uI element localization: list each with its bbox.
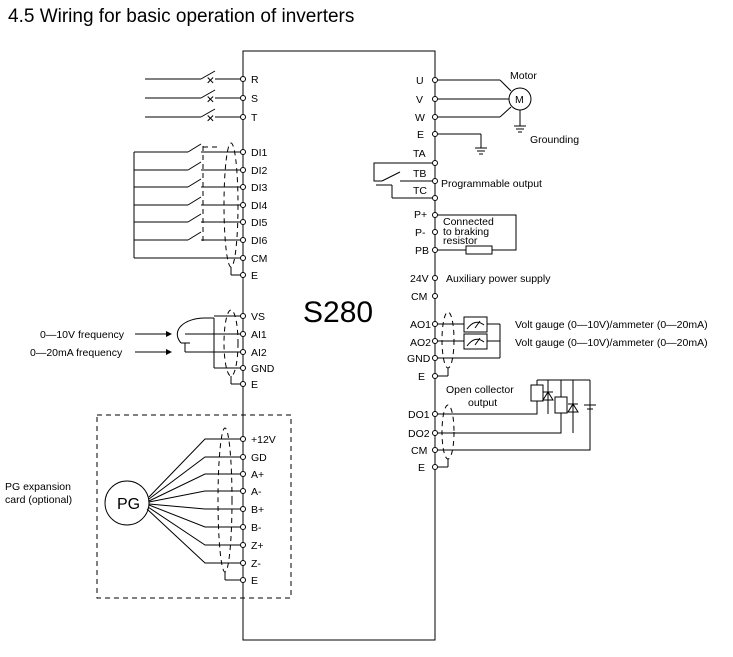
power-input-section: ✕ ✕ ✕ R S T [145, 70, 259, 125]
terminal-label-gnd-ao: GND [407, 353, 431, 365]
relay-label: Programmable output [441, 178, 542, 190]
braking-section: P+ P- PB Connected to braking resistor [414, 209, 517, 257]
pg-terminal-label-a-plus: A+ [251, 469, 264, 481]
pg-encoder-label: PG [117, 496, 140, 513]
aux-power-section: 24V CM Auxiliary power supply [410, 273, 551, 303]
pg-card-label-line2: card (optional) [5, 494, 72, 506]
brake-label-line2: to braking [443, 226, 489, 238]
terminal-s [240, 95, 246, 101]
pg-terminal-label-b-minus: B- [251, 522, 262, 534]
terminal-label-di6: DI6 [251, 235, 268, 247]
svg-text:✕: ✕ [206, 94, 215, 106]
terminal-label-gnd: GND [251, 363, 275, 375]
gauge-label-1: Volt gauge (0—10V)/ammeter (0—20mA) [515, 319, 708, 331]
terminal-label-w: W [415, 112, 425, 124]
analog-signal-current: 0—20mA frequency [30, 347, 123, 359]
pg-card-label-line1: PG expansion [5, 481, 71, 493]
terminal-label-pb: PB [415, 245, 429, 257]
relay-coil-1 [530, 384, 544, 402]
gauge-label-2: Volt gauge (0—10V)/ammeter (0—20mA) [515, 337, 708, 349]
aux-power-label: Auxiliary power supply [446, 273, 551, 285]
terminal-label-24v: 24V [410, 273, 429, 285]
terminal-label-ai2: AI2 [251, 347, 267, 359]
page-title: 4.5 Wiring for basic operation of invert… [8, 6, 354, 27]
terminal-label-v: V [416, 94, 423, 106]
analog-signal-voltage: 0—10V frequency [40, 329, 125, 341]
terminal-label-di2: DI2 [251, 165, 268, 177]
inverter-body [242, 50, 436, 641]
terminal-label-ai1: AI1 [251, 329, 267, 341]
terminal-label-s: S [251, 93, 258, 105]
brake-label-line3: resistor [443, 235, 478, 247]
pg-terminal-label-e: E [251, 575, 258, 587]
terminal-label-cm-aux: CM [411, 291, 427, 303]
terminal-label-do2: DO2 [408, 428, 430, 440]
terminal-label-cm-do: CM [411, 445, 427, 457]
grounding-label: Grounding [530, 134, 579, 146]
terminal-label-di5: DI5 [251, 217, 268, 229]
pg-terminal-label-12v: +12V [251, 434, 276, 446]
terminal-label-di1: DI1 [251, 147, 268, 159]
terminal-t [240, 114, 246, 120]
terminal-label-r: R [251, 74, 259, 86]
terminal-label-di3: DI3 [251, 182, 268, 194]
terminal-label-e-ao: E [418, 371, 425, 383]
pg-terminal-label-gd: GD [251, 452, 267, 464]
do-output-section: Open collector output DO1 DO2 CM E [408, 379, 596, 474]
relay-coil-2 [554, 396, 568, 414]
pg-encoder-circle [104, 480, 150, 526]
terminal-label-di4: DI4 [251, 200, 268, 212]
terminal-label-u: U [416, 75, 424, 87]
terminal-label-t: T [251, 112, 258, 124]
terminal-label-do1: DO1 [408, 409, 430, 421]
terminal-label-p-plus: P+ [414, 209, 427, 221]
analog-output-section: AO1 AO2 GND E Volt gauge (0—10V)/ammeter… [407, 311, 708, 383]
terminal-label-ao2: AO2 [410, 337, 431, 349]
terminal-label-p-minus: P- [415, 227, 426, 239]
terminal-r [240, 76, 246, 82]
terminal-label-e-motor: E [417, 129, 424, 141]
do-label-line1: Open collector [446, 384, 514, 396]
svg-text:✕: ✕ [206, 75, 215, 87]
terminal-label-tc: TC [413, 185, 427, 197]
pg-terminal-label-z-minus: Z- [251, 558, 261, 570]
pg-terminal-label-z-plus: Z+ [251, 540, 264, 552]
terminal-label-e2: E [251, 379, 258, 391]
braking-resistor [465, 245, 493, 255]
terminal-label-e-do: E [418, 462, 425, 474]
pg-card-section: PG expansion card (optional) PG +12V GD … [5, 414, 292, 599]
terminal-label-vs: VS [251, 311, 265, 323]
terminal-label-e: E [251, 270, 258, 282]
terminal-label-ao1: AO1 [410, 319, 431, 331]
pg-terminal-label-b-plus: B+ [251, 504, 264, 516]
do-label-line2: output [468, 397, 497, 409]
digital-input-section: DI1 DI2 DI3 DI4 DI5 DI6 CM E [133, 142, 268, 282]
analog-input-section: 0—10V frequency 0—20mA frequency VS AI1 … [30, 309, 275, 391]
pg-terminal-label-a-minus: A- [251, 486, 262, 498]
svg-text:✕: ✕ [206, 113, 215, 125]
relay-output-section: TA TB TC Programmable output [373, 148, 542, 201]
inverter-model: S280 [303, 296, 373, 329]
motor-label: Motor [510, 70, 537, 82]
terminal-label-tb: TB [413, 168, 426, 180]
terminal-label-ta: TA [413, 148, 426, 160]
terminal-label-cm: CM [251, 253, 267, 265]
brake-label-line1: Connected [443, 216, 494, 228]
motor-symbol-label: M [515, 94, 524, 106]
motor-output-section: U V W E M Motor Grounding [415, 70, 579, 155]
